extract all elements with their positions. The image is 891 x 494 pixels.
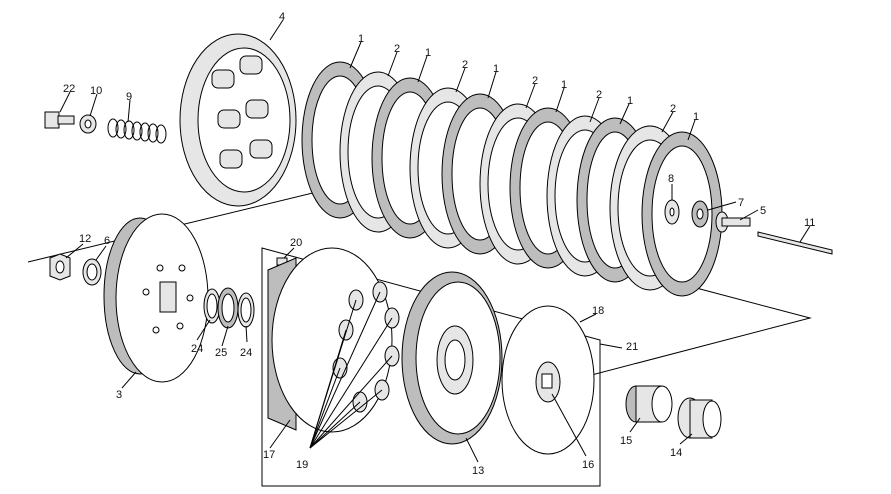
callout-1: 1: [561, 79, 567, 91]
callout-1: 1: [358, 33, 364, 45]
callout-5: 5: [760, 205, 766, 217]
pushrod-head-part: [715, 211, 751, 233]
bolt-part: [44, 111, 75, 129]
callout-leader-lines: [59, 19, 811, 463]
callout-3: 3: [116, 389, 122, 401]
callout-12: 12: [79, 233, 91, 245]
lock-washer-part: [82, 258, 102, 286]
bushing-part: [677, 397, 722, 439]
callout-10: 10: [90, 85, 102, 97]
bearing-part: [691, 200, 709, 228]
callout-2: 2: [462, 59, 468, 71]
backing-plate-part: [501, 305, 595, 455]
callout-6: 6: [104, 235, 110, 247]
callout-labels: 1 1 1 1 1 1 2 2 2 2 2 3 4 5 6 7 8 9 10 1…: [63, 11, 815, 477]
callout-1: 1: [493, 63, 499, 75]
callout-2: 2: [596, 89, 602, 101]
callout-4: 4: [279, 11, 285, 23]
callout-11: 11: [804, 217, 815, 229]
washer-part: [79, 114, 97, 134]
needle-bearing-small-part: [217, 287, 239, 329]
callout-18: 18: [592, 305, 604, 317]
clutch-basket-part: [267, 247, 400, 433]
callout-2: 2: [532, 75, 538, 87]
callout-25: 25: [215, 347, 227, 359]
callout-1: 1: [627, 95, 633, 107]
needle-bearing-part: [625, 385, 673, 423]
callout-1: 1: [425, 47, 431, 59]
spacer-washer-left-part: [203, 288, 221, 324]
spring-part: [107, 118, 167, 144]
callout-8: 8: [668, 173, 674, 185]
clutch-hub-part: [103, 213, 209, 383]
callout-24: 24: [240, 347, 252, 359]
callout-24: 24: [191, 343, 203, 355]
callout-13: 13: [472, 465, 484, 477]
callout-20: 20: [290, 237, 302, 249]
callout-1: 1: [693, 111, 699, 123]
callout-14: 14: [670, 447, 682, 459]
callout-19: 19: [296, 459, 308, 471]
callout-7: 7: [738, 197, 744, 209]
callout-16: 16: [582, 459, 594, 471]
rivets-leader-lines: [309, 291, 393, 449]
clutch-plates-stack: [301, 61, 723, 297]
pressure-plate-part: [179, 33, 297, 207]
callout-22: 22: [63, 83, 75, 95]
pushrod-part: [757, 231, 833, 255]
callout-2: 2: [394, 43, 400, 55]
nut-part: [49, 253, 71, 281]
spacer-washer-right-part: [237, 292, 255, 328]
primary-gear-part: [401, 271, 503, 445]
callout-9: 9: [126, 91, 132, 103]
thrust-washer-part: [664, 199, 680, 225]
callout-21: 21: [626, 341, 638, 353]
callout-2: 2: [670, 103, 676, 115]
callout-15: 15: [620, 435, 632, 447]
callout-17: 17: [263, 449, 275, 461]
